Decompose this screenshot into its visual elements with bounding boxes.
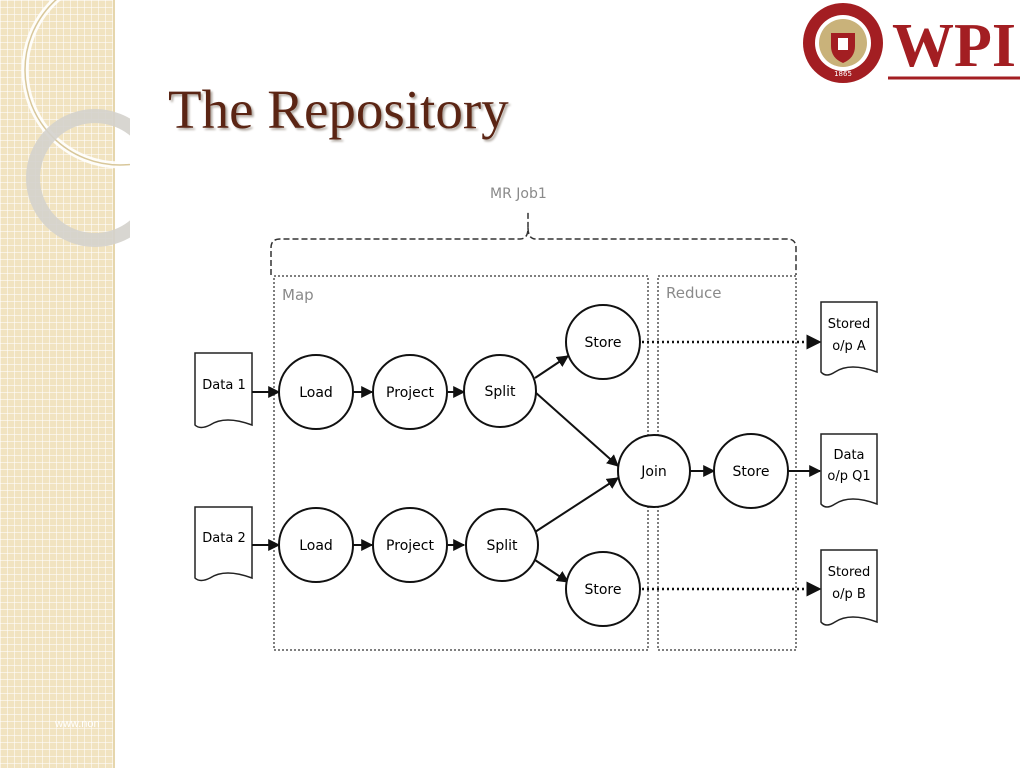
- input-doc-data2: [194, 506, 253, 582]
- node-join-label: Join: [640, 464, 666, 480]
- wpi-logo: 1865 WPI: [803, 3, 1020, 83]
- node-split-2-label: Split: [486, 538, 518, 554]
- node-split-2: [465, 508, 539, 582]
- output-a-line1: Stored: [828, 317, 871, 332]
- decorative-rings: [21, 0, 130, 247]
- reduce-label: Reduce: [666, 284, 721, 302]
- output-q1-line2: o/p Q1: [827, 469, 870, 484]
- output-b-line2: o/p B: [832, 587, 866, 602]
- slide-title: The Repository: [168, 79, 509, 140]
- output-q1-line1: Data: [833, 448, 864, 463]
- node-join: [617, 434, 691, 508]
- node-load-2-label: Load: [299, 538, 333, 554]
- job-brace: [270, 210, 797, 275]
- node-split-1: [463, 354, 537, 428]
- input-label-data1: Data 1: [202, 378, 245, 393]
- node-reduce-store-label: Store: [732, 464, 769, 480]
- node-project-1-label: Project: [386, 385, 434, 401]
- input-label-data2: Data 2: [202, 531, 245, 546]
- node-load-1-label: Load: [299, 385, 333, 401]
- node-load-2: [278, 507, 354, 583]
- output-a-line2: o/p A: [832, 339, 866, 354]
- node-store-1-label: Store: [584, 335, 621, 351]
- node-project-2: [372, 507, 448, 583]
- node-store-2: [565, 551, 641, 627]
- node-load-1: [278, 354, 354, 430]
- output-doc-a: [820, 301, 878, 376]
- node-store-1: [565, 304, 641, 380]
- output-doc-b: [820, 549, 878, 626]
- job-label: MR Job1: [490, 186, 547, 202]
- node-project-1: [372, 354, 448, 430]
- input-doc-data1: [194, 352, 253, 429]
- wpi-letters: WPI: [892, 12, 1016, 80]
- output-doc-q1: [820, 433, 878, 508]
- footer-url: www.non: [55, 718, 100, 730]
- wpi-seal: 1865: [803, 3, 883, 83]
- output-b-line1: Stored: [828, 565, 871, 580]
- node-reduce-store: [713, 433, 789, 509]
- node-split-1-label: Split: [484, 384, 516, 400]
- side-strip-border: [113, 0, 115, 768]
- seal-year: 1865: [834, 70, 852, 78]
- map-label: Map: [282, 286, 314, 304]
- node-store-2-label: Store: [584, 582, 621, 598]
- flow-arrows: [252, 355, 822, 583]
- node-project-2-label: Project: [386, 538, 434, 554]
